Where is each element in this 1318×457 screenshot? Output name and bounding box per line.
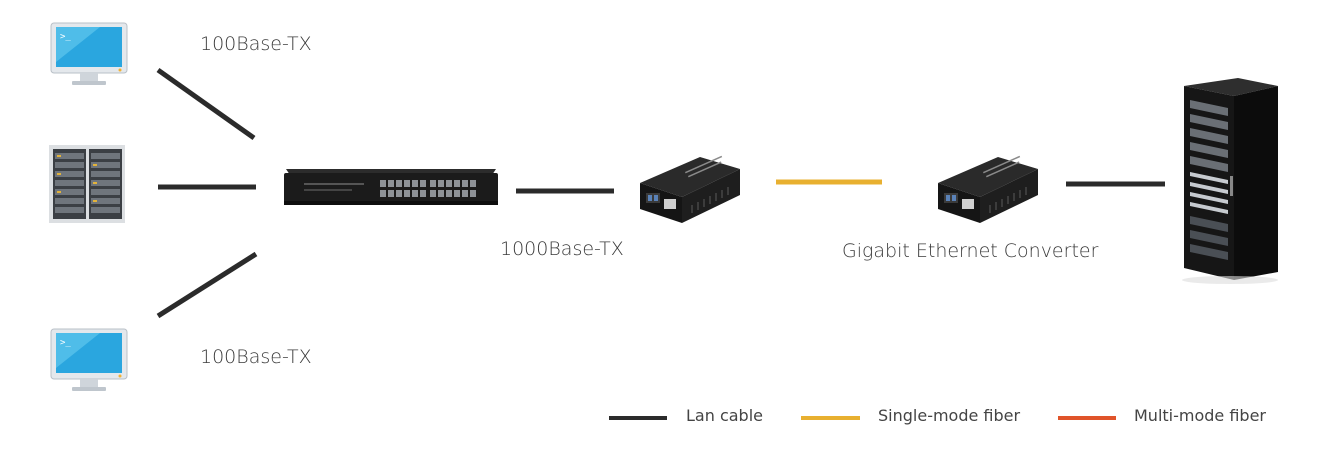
legend-single-mode-fiber: Single-mode fiber [878,406,1021,425]
media-converter-icon [640,155,740,223]
ethernet-switch-icon [284,169,498,205]
lan-cable-bottom [156,251,258,319]
switch-link-label: 1000Base-TX [500,238,624,260]
converter-label: Gigabit Ethernet Converter [842,240,1099,262]
bottom-link-label: 100Base-TX [200,346,312,368]
legend-multi-mode-fiber: Multi-mode fiber [1134,406,1266,425]
media-converter-icon [938,155,1038,223]
svg-text:>_: >_ [60,32,71,42]
top-link-label: 100Base-TX [200,33,312,55]
desktop-computer-icon: >_ [50,328,128,391]
lan-cable-top [156,67,256,141]
legend-lan-cable: Lan cable [686,406,763,425]
server-rack-cabinet-icon [1182,78,1278,284]
desktop-computer-icon: >_ [50,22,128,85]
svg-text:>_: >_ [60,338,71,348]
rack-server-icon [49,145,125,223]
